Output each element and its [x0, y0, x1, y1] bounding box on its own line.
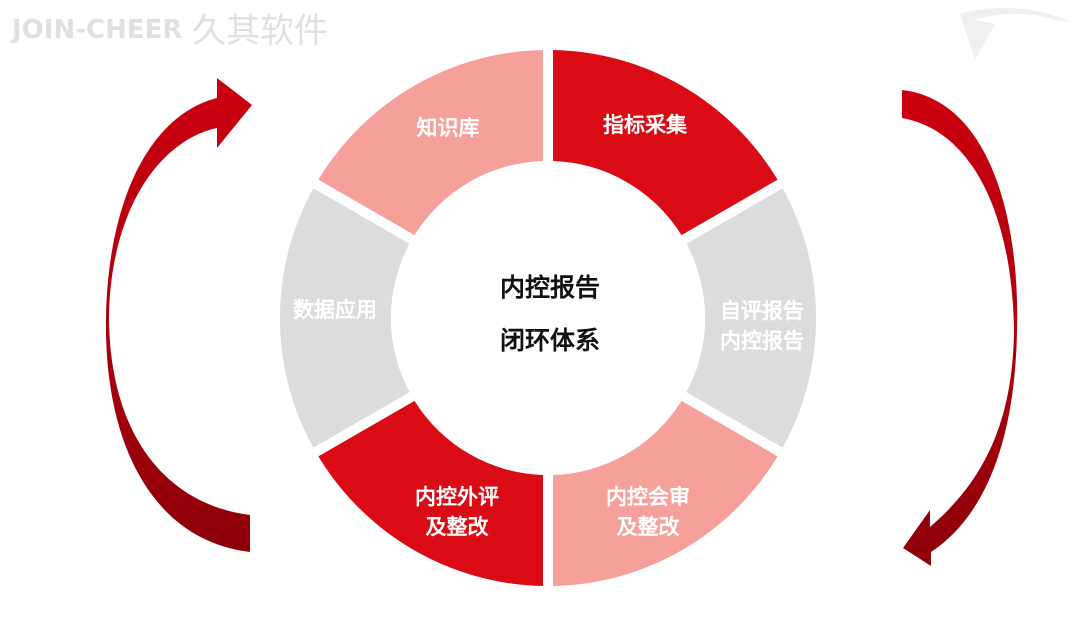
segment-label-self-eval-report: 自评报告: [720, 299, 804, 323]
segment-label-external-eval-rectify: 及整改: [426, 515, 490, 539]
center-title-line2: 闭环体系: [500, 326, 600, 355]
segment-external-eval-rectify: [318, 400, 543, 586]
left-cycle-arrow-icon: [105, 78, 252, 552]
segment-indicator-collection: [553, 50, 778, 236]
segment-label-data-application: 数据应用: [293, 298, 377, 322]
watermark-logo: JOIN-CHEER 久其软件: [10, 7, 1070, 60]
segment-audit-rectify: [553, 400, 778, 586]
segment-data-application: [279, 188, 410, 448]
segment-self-eval-report: [686, 188, 817, 448]
segment-label-audit-rectify: 内控会审: [606, 485, 690, 509]
segment-label-audit-rectify: 及整改: [617, 515, 681, 539]
right-cycle-arrow-icon: [902, 90, 1018, 566]
watermark-text-en: JOIN-CHEER: [10, 15, 182, 45]
watermark-text-cn: 久其软件: [192, 11, 328, 51]
center-title-line1: 内控报告: [500, 273, 600, 302]
segment-label-self-eval-report: 内控报告: [720, 329, 804, 353]
segment-knowledge-base: [318, 50, 543, 236]
segment-label-external-eval-rectify: 内控外评: [415, 485, 499, 509]
segment-label-knowledge-base: 知识库: [417, 116, 480, 140]
ring-segments: 知识库指标采集自评报告内控报告内控会审及整改内控外评及整改数据应用: [279, 50, 817, 586]
segment-label-indicator-collection: 指标采集: [603, 113, 688, 137]
